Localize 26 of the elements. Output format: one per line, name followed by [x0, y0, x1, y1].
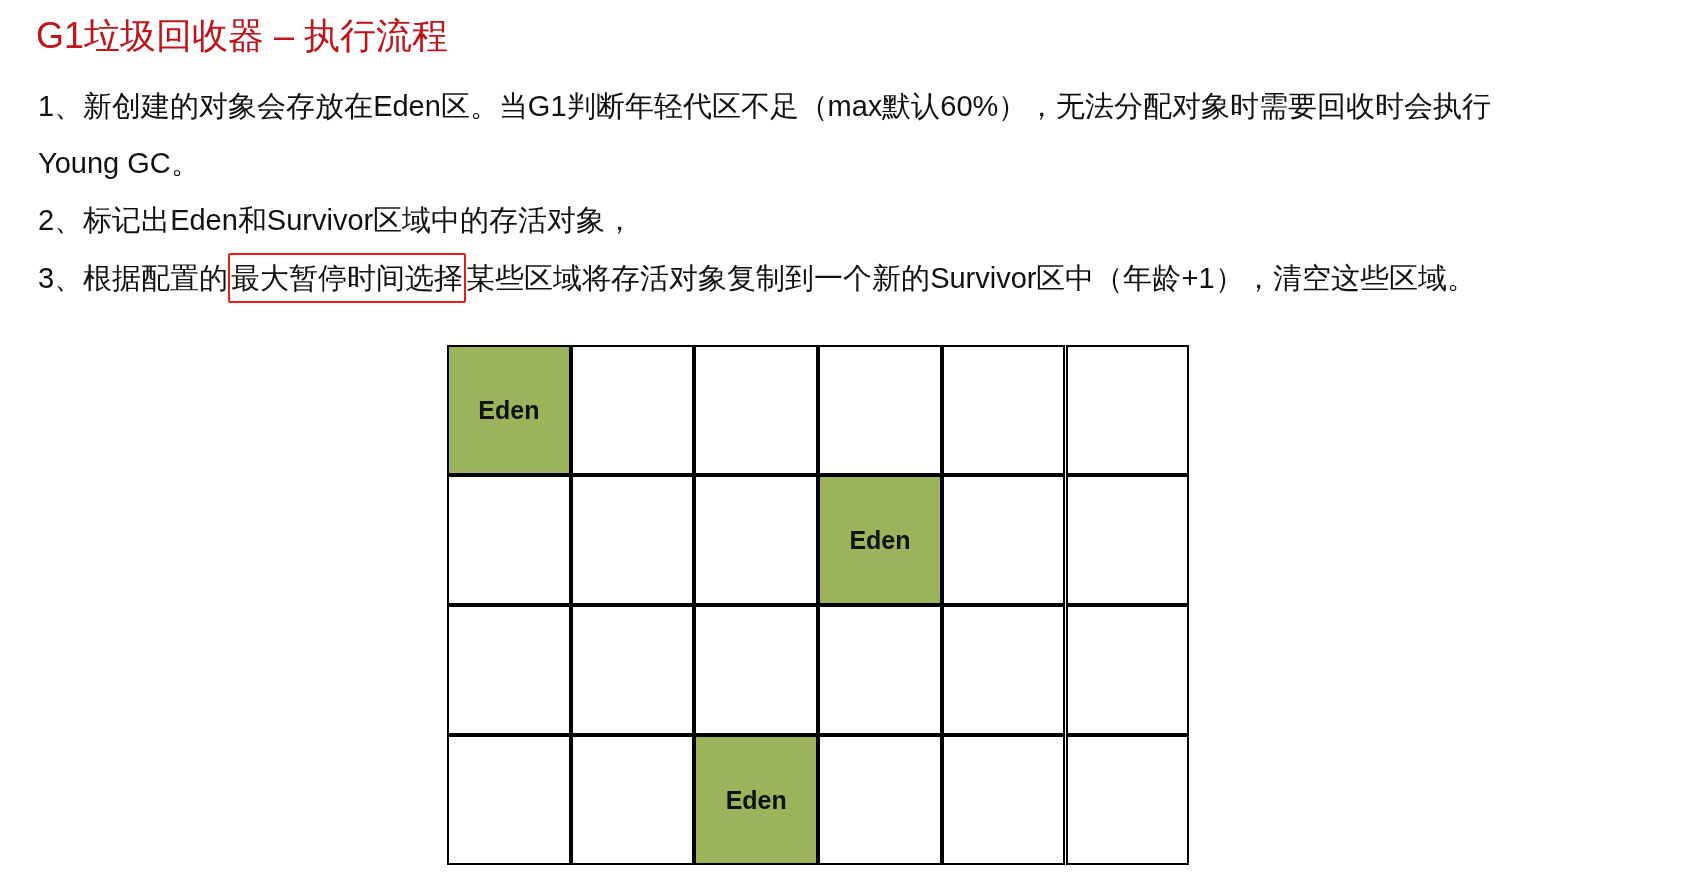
- empty-region: [941, 735, 1066, 865]
- empty-region: [818, 735, 942, 865]
- eden-region: Eden: [694, 735, 819, 865]
- empty-region: [694, 475, 819, 605]
- empty-region: [694, 345, 819, 475]
- eden-region: Eden: [447, 345, 571, 475]
- empty-region: [570, 345, 695, 475]
- empty-region: [447, 605, 571, 735]
- empty-region: [1065, 735, 1190, 865]
- paragraph: 某些区域将存活对象复制到一个新的Survivor区中（年龄+1），清空这些区域。: [466, 262, 1476, 294]
- highlighted-phrase: 最大暂停时间选择: [228, 253, 467, 303]
- paragraph: 1、新创建的对象会存放在Eden区。当G1判断年轻代区不足（max默认60%），无法分配对象时需要回收时会执行Young GC。: [38, 89, 1493, 181]
- empty-region: [570, 735, 695, 865]
- empty-region: [1065, 475, 1190, 605]
- empty-region: [447, 735, 571, 865]
- slide-title: G1垃圾回收器 – 执行流程: [36, 14, 449, 58]
- empty-region: [1065, 605, 1190, 735]
- eden-region: Eden: [818, 475, 942, 605]
- paragraph: 3、根据配置的: [38, 262, 229, 294]
- empty-region: [570, 605, 695, 735]
- empty-region: [570, 475, 695, 605]
- paragraph: 2、标记出Eden和Survivor区域中的存活对象，: [38, 203, 635, 238]
- empty-region: [941, 345, 1066, 475]
- empty-region: [941, 605, 1066, 735]
- empty-region: [1065, 345, 1190, 475]
- empty-region: [941, 475, 1066, 605]
